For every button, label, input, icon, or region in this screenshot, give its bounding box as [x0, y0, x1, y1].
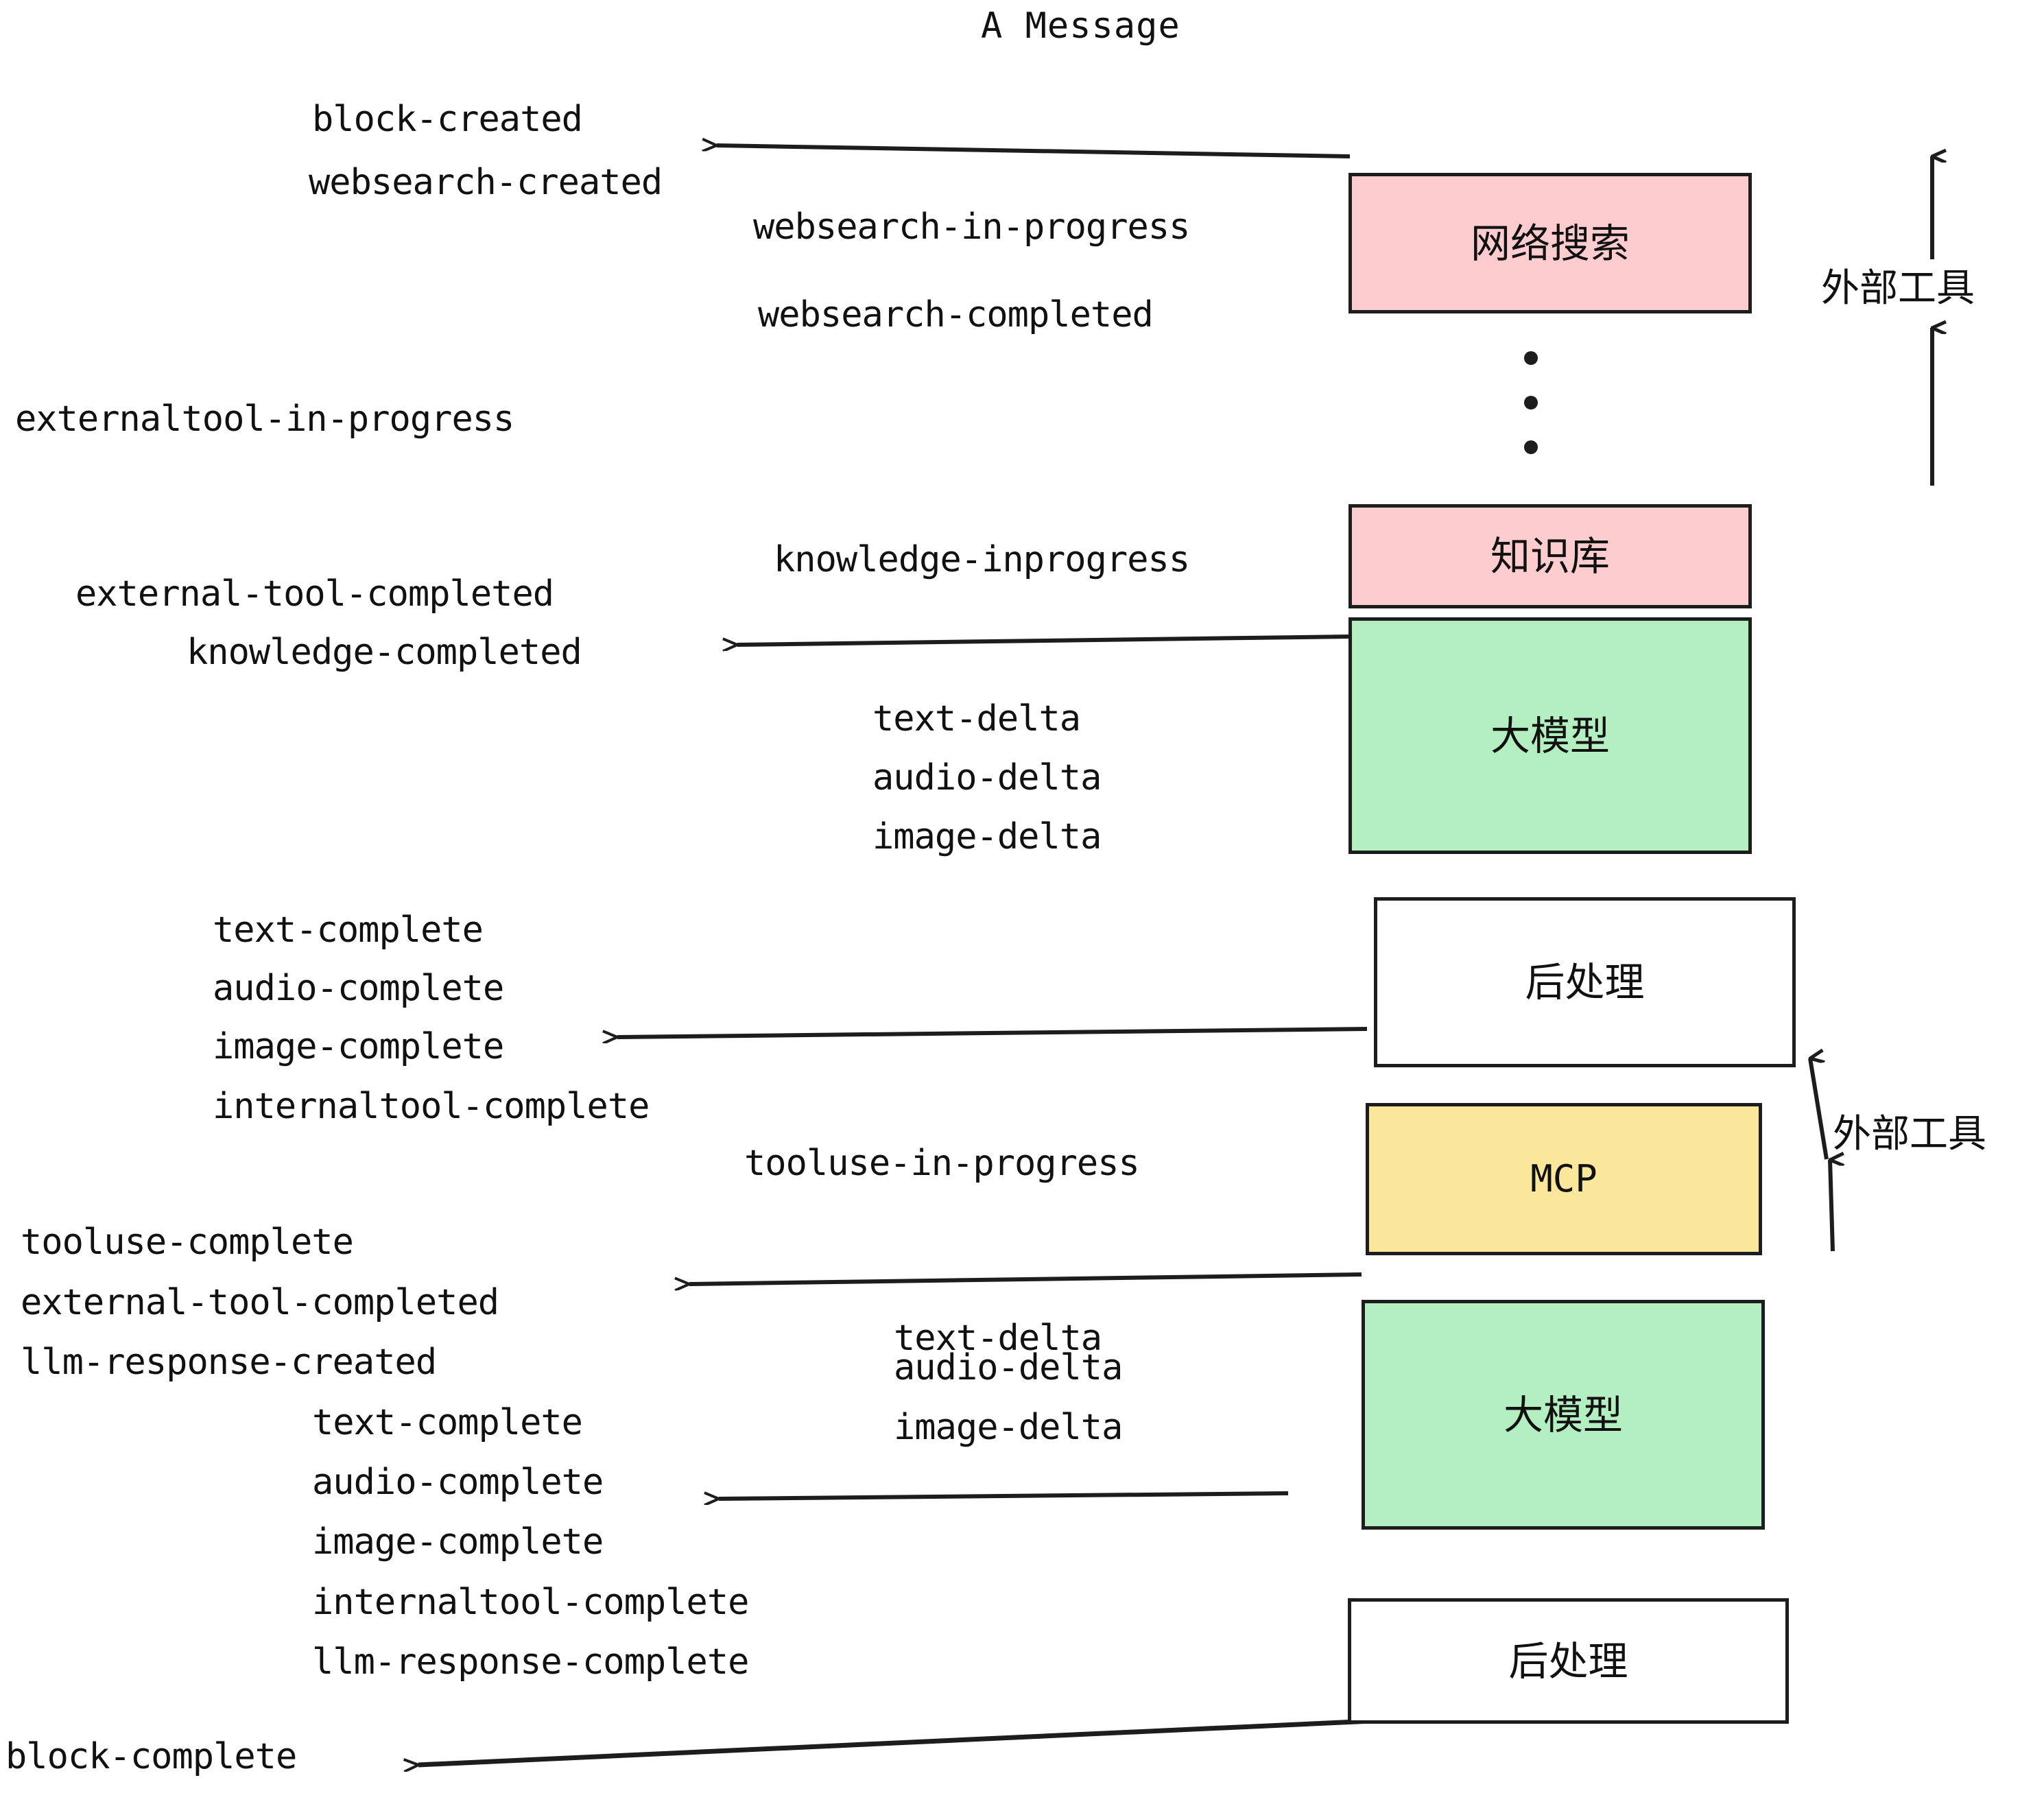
node-postprocess-first[interactable]: 后处理 [1374, 897, 1796, 1067]
node-knowledge[interactable]: 知识库 [1348, 504, 1752, 608]
event-externaltool-in-progress: externaltool-in-progress [15, 399, 514, 440]
arrow-llm2-to-audio-complete [719, 1491, 1289, 1499]
event-internaltool-complete-second: internaltool-complete [312, 1582, 749, 1623]
node-mcp[interactable]: MCP [1366, 1103, 1762, 1255]
event-audio-complete-second: audio-complete [312, 1462, 604, 1503]
arrow-knowledge-to-completed [737, 634, 1351, 645]
event-block-created: block-created [312, 99, 583, 140]
event-text-delta-first: text-delta [872, 698, 1081, 739]
node-llm-second[interactable]: 大模型 [1362, 1300, 1765, 1530]
node-llm-second-label: 大模型 [1503, 1391, 1623, 1438]
node-postprocess-second-label: 后处理 [1508, 1637, 1628, 1685]
event-llm-response-complete: llm-response-complete [312, 1641, 749, 1683]
event-image-complete-first: image-complete [213, 1026, 504, 1067]
arrow-post2-to-block-complete [418, 1718, 1372, 1765]
event-image-complete-second: image-complete [312, 1521, 604, 1563]
page-title: A Message [981, 5, 1180, 47]
arrow-external-tool-bottom-up [1810, 1058, 1829, 1160]
event-text-complete-second: text-complete [312, 1402, 583, 1443]
event-block-complete: block-complete [5, 1736, 297, 1777]
node-websearch[interactable]: 网络搜索 [1348, 173, 1752, 313]
event-tooluse-in-progress: tooluse-in-progress [744, 1143, 1140, 1184]
arrow-llm1-to-image-complete [617, 1027, 1368, 1037]
vertical-ellipsis-icon [1524, 351, 1538, 454]
event-websearch-in-progress: websearch-in-progress [753, 206, 1190, 248]
event-image-delta-first: image-delta [872, 816, 1102, 857]
event-knowledge-inprogress: knowledge-inprogress [774, 539, 1190, 580]
event-llm-response-created: llm-response-created [21, 1342, 437, 1383]
annotation-external-tool-top: 外部工具 [1821, 266, 1975, 311]
node-llm-first[interactable]: 大模型 [1348, 617, 1752, 854]
node-websearch-label: 网络搜索 [1470, 219, 1630, 267]
node-llm-first-label: 大模型 [1490, 712, 1610, 759]
annotation-external-tool-bottom: 外部工具 [1833, 1112, 1986, 1156]
event-text-delta-second: text-delta [894, 1318, 1102, 1359]
event-internaltool-complete-first: internaltool-complete [213, 1086, 650, 1127]
event-websearch-created: websearch-created [309, 162, 663, 203]
node-knowledge-label: 知识库 [1490, 533, 1610, 580]
event-audio-delta-first: audio-delta [872, 757, 1102, 798]
arrow-mcp-to-tooluse-complete [689, 1272, 1362, 1284]
node-postprocess-first-label: 后处理 [1525, 959, 1645, 1006]
event-audio-complete-first: audio-complete [213, 968, 504, 1009]
event-websearch-completed: websearch-completed [758, 294, 1154, 335]
node-mcp-label: MCP [1530, 1157, 1597, 1200]
event-external-tool-completed-second: external-tool-completed [21, 1282, 499, 1323]
event-audio-delta-second: audio-delta [894, 1347, 1123, 1388]
event-text-complete-first: text-complete [213, 910, 484, 951]
event-image-delta-second: image-delta [894, 1407, 1123, 1448]
arrow-websearch-to-created [717, 145, 1351, 158]
node-postprocess-second[interactable]: 后处理 [1348, 1598, 1789, 1724]
event-knowledge-completed: knowledge-completed [187, 632, 582, 673]
arrow-external-tool-bottom-down [1828, 1160, 1833, 1252]
event-external-tool-completed-first: external-tool-completed [75, 573, 554, 615]
event-tooluse-complete: tooluse-complete [21, 1222, 354, 1263]
